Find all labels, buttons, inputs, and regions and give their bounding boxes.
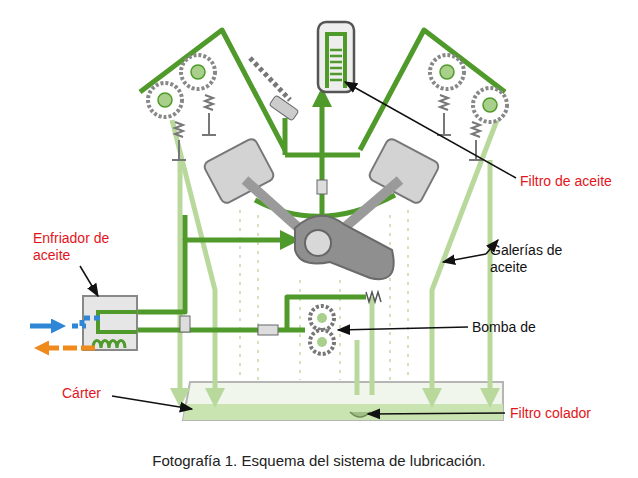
crankshaft bbox=[295, 216, 394, 279]
crank-journal bbox=[305, 230, 331, 256]
leader-line bbox=[338, 327, 468, 330]
pressure-line bbox=[320, 95, 325, 228]
leader-line bbox=[443, 254, 486, 262]
cam-gear bbox=[181, 55, 215, 89]
part-label: Galerías de aceite bbox=[490, 242, 578, 276]
figure-caption: Fotografía 1. Esquema del sistema de lub… bbox=[0, 452, 638, 470]
return-line bbox=[488, 160, 493, 400]
pressure-line bbox=[287, 297, 366, 330]
leader-line bbox=[368, 413, 505, 414]
pressure-line bbox=[183, 215, 188, 240]
pump-gear bbox=[310, 306, 334, 330]
pressure-line bbox=[137, 240, 292, 312]
pump-hub bbox=[317, 313, 327, 323]
oil-filter-body bbox=[318, 22, 354, 92]
cooler-coil bbox=[93, 341, 125, 349]
oil-filter-element bbox=[330, 50, 342, 80]
jet-valve bbox=[317, 180, 327, 194]
cam-gear bbox=[148, 83, 182, 117]
sump-body bbox=[183, 382, 503, 420]
leader-lines bbox=[80, 82, 516, 414]
check-valve bbox=[258, 325, 278, 335]
leader-line bbox=[112, 396, 192, 409]
coolant-in-line bbox=[72, 318, 100, 326]
coolant-out-arrow bbox=[40, 346, 95, 351]
pressure-line bbox=[285, 153, 360, 158]
valve-spring bbox=[202, 95, 216, 135]
gear-hub bbox=[191, 65, 205, 79]
pump-hub bbox=[317, 337, 327, 347]
part-label: Bomba de bbox=[472, 319, 536, 336]
drip-line bbox=[239, 210, 241, 380]
part-label: Enfriador de aceite bbox=[33, 230, 111, 264]
drip-line bbox=[407, 210, 409, 380]
oil-filter-flow bbox=[327, 34, 345, 88]
part-label: Cárter bbox=[62, 385, 101, 402]
oil-drips bbox=[240, 210, 408, 380]
oil-cooler-flow bbox=[98, 312, 137, 332]
gear-hub bbox=[158, 93, 172, 107]
pump-gear bbox=[310, 330, 334, 354]
timing-chain bbox=[250, 58, 290, 100]
valve-spring bbox=[172, 122, 186, 160]
drip-line bbox=[389, 215, 391, 380]
sump-oil bbox=[183, 404, 503, 420]
valve-spring bbox=[437, 95, 451, 135]
leader-line bbox=[345, 82, 516, 178]
suction-line bbox=[355, 340, 360, 395]
camshaft-gears bbox=[148, 55, 507, 122]
coolant-in-arrow bbox=[30, 324, 60, 329]
relief-spring bbox=[366, 292, 381, 302]
pressure-line bbox=[137, 328, 305, 333]
return-lines bbox=[172, 120, 497, 400]
return-line bbox=[178, 160, 183, 400]
cam-gear bbox=[473, 88, 507, 122]
chain-tensioner bbox=[269, 95, 299, 121]
return-line bbox=[370, 297, 375, 395]
valve-springs bbox=[172, 95, 483, 160]
part-label: Filtro colador bbox=[510, 405, 591, 422]
oil-cooler-body bbox=[83, 296, 137, 350]
cam-gear bbox=[430, 55, 464, 89]
strainer-symbol bbox=[350, 412, 370, 417]
leader-line bbox=[80, 266, 98, 296]
gear-hub bbox=[440, 65, 454, 79]
part-label: Filtro de aceite bbox=[520, 173, 612, 190]
gear-hub bbox=[483, 98, 497, 112]
pressure-line bbox=[140, 30, 285, 150]
valve-spring bbox=[469, 122, 483, 160]
bypass-valve bbox=[180, 316, 190, 332]
